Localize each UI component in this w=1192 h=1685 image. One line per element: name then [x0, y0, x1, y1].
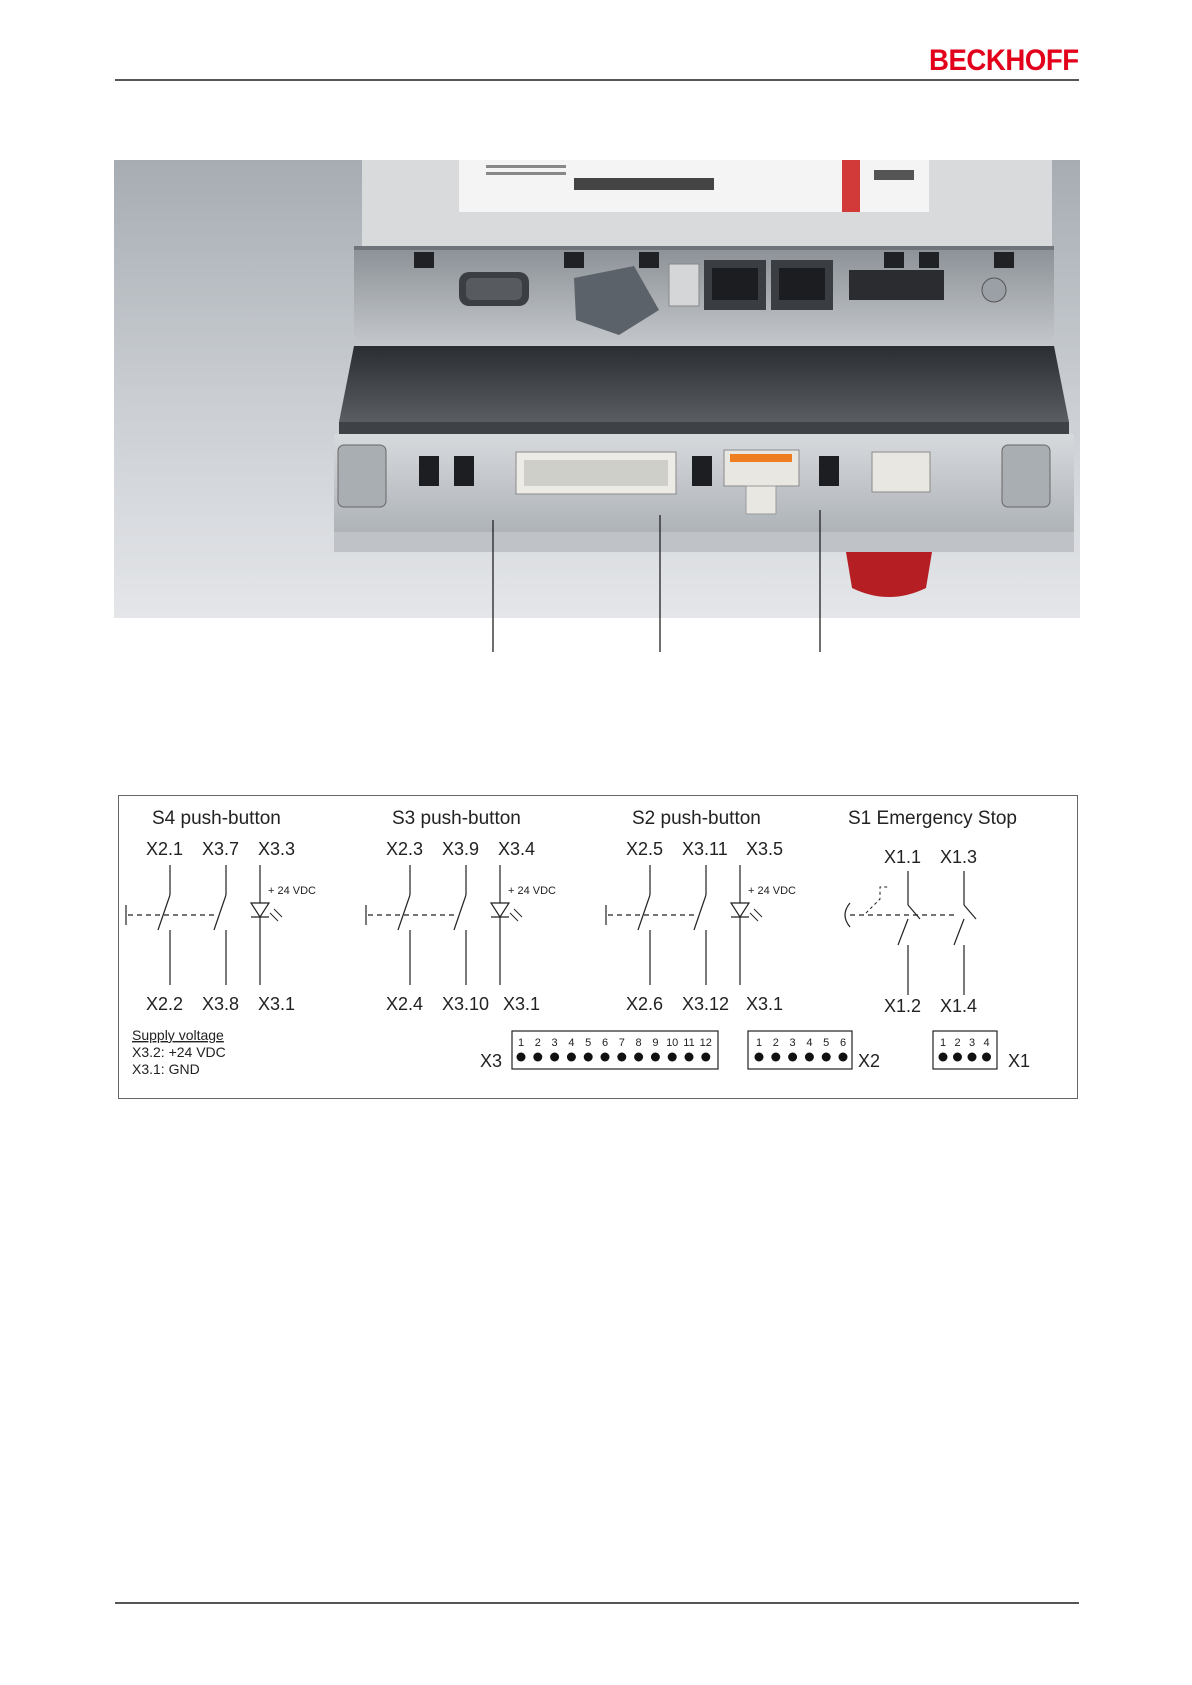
terminal-pin-number: 6: [602, 1037, 608, 1049]
s1-bottom-2: X1.4: [940, 996, 977, 1016]
s3-top-2: X3.9: [442, 839, 479, 859]
terminal-pin-number: 5: [585, 1037, 591, 1049]
supply-line-2: X3.1: GND: [132, 1061, 200, 1077]
terminal-pin-number: 6: [840, 1037, 846, 1049]
terminal-pin-number: 2: [773, 1037, 779, 1049]
terminal-pin-dot: [533, 1052, 543, 1062]
s4-title: S4 push-button: [152, 808, 281, 829]
s3-top-1: X2.3: [386, 839, 423, 859]
terminal-pin-dot: [982, 1052, 991, 1062]
s2-top-3: X3.5: [746, 839, 783, 859]
terminal-pin-number: 4: [806, 1037, 812, 1049]
terminal-pin-number: 3: [552, 1037, 558, 1049]
terminal-pin-number: 5: [823, 1037, 829, 1049]
terminal-pin-number: 11: [683, 1037, 694, 1049]
terminal-x3-label: X3: [480, 1051, 502, 1071]
terminal-pin-number: 1: [756, 1037, 762, 1049]
s2-title: S2 push-button: [632, 808, 761, 829]
terminal-pin-dot: [684, 1052, 694, 1062]
s3-title: S3 push-button: [392, 808, 521, 829]
terminal-pin-dot: [771, 1052, 781, 1062]
s2-bottom-1: X2.6: [626, 994, 663, 1014]
s3-bottom-3: X3.1: [503, 994, 540, 1014]
s2-group: X2.5 X3.11 X3.5 + 24 VDC X2.6 X3.12 X3.1: [605, 839, 796, 1014]
s4-top-2: X3.7: [202, 839, 239, 859]
supply-line-1: X3.2: +24 VDC: [132, 1044, 226, 1060]
supply-title: Supply voltage: [132, 1027, 224, 1043]
terminal-pin-number: 4: [983, 1037, 989, 1049]
s2-bottom-2: X3.12: [682, 994, 729, 1014]
terminal-pin-number: 2: [954, 1037, 960, 1049]
terminal-pin-dot: [804, 1052, 814, 1062]
terminal-pin-number: 3: [790, 1037, 796, 1049]
terminal-pin-dot: [566, 1052, 576, 1062]
terminal-pin-dot: [617, 1052, 627, 1062]
s2-top-2: X3.11: [682, 839, 728, 859]
s4-top-3: X3.3: [258, 839, 295, 859]
terminal-pin-dot: [650, 1052, 660, 1062]
header-logo: BECKHOFF: [929, 44, 1079, 77]
s4-bottom-1: X2.2: [146, 994, 183, 1014]
terminal-pin-dot: [701, 1052, 711, 1062]
product-photo: [114, 160, 1080, 618]
terminal-pin-dot: [821, 1052, 831, 1062]
footer-rule: [115, 1602, 1079, 1604]
terminal-pin-number: 3: [969, 1037, 975, 1049]
terminal-pin-number: 1: [940, 1037, 946, 1049]
terminal-x1-label: X1: [1008, 1051, 1030, 1071]
header-rule: [115, 79, 1079, 81]
s3-top-3: X3.4: [498, 839, 535, 859]
terminal-pin-dot: [938, 1052, 948, 1062]
terminal-pin-dot: [634, 1052, 644, 1062]
terminal-pin-number: 8: [636, 1037, 642, 1049]
s3-led-label: + 24 VDC: [508, 885, 556, 897]
terminal-x2-label: X2: [858, 1051, 880, 1071]
leader-lines: [492, 510, 821, 652]
s2-bottom-3: X3.1: [746, 994, 783, 1014]
terminal-pin-number: 10: [666, 1037, 678, 1049]
terminal-pin-number: 7: [619, 1037, 625, 1049]
s1-top-2: X1.3: [940, 847, 977, 867]
terminal-pin-number: 2: [535, 1037, 541, 1049]
s3-group: X2.3 X3.9 X3.4 + 24 VDC X2.4 X3.10 X3.1: [365, 839, 556, 1014]
terminal-pin-dot: [516, 1052, 526, 1062]
s4-led-label: + 24 VDC: [268, 885, 316, 897]
s3-bottom-2: X3.10: [442, 994, 489, 1014]
s1-top-1: X1.1: [884, 847, 921, 867]
terminal-pin-dot: [754, 1052, 764, 1062]
terminal-pin-dot: [967, 1052, 977, 1062]
terminal-pin-number: 1: [518, 1037, 524, 1049]
s4-bottom-3: X3.1: [258, 994, 295, 1014]
s4-group: X2.1 X3.7 X3.3 + 24 VDC X2.2 X3.8 X3.1: [125, 839, 316, 1014]
s1-title: S1 Emergency Stop: [848, 808, 1017, 829]
terminal-pin-number: 4: [568, 1037, 574, 1049]
s3-bottom-1: X2.4: [386, 994, 423, 1014]
terminal-pin-dot: [838, 1052, 848, 1062]
s4-top-1: X2.1: [146, 839, 183, 859]
s4-bottom-2: X3.8: [202, 994, 239, 1014]
terminal-pin-dot: [600, 1052, 610, 1062]
terminal-pin-dot: [583, 1052, 593, 1062]
wiring-diagram: S4 push-button S3 push-button S2 push-bu…: [118, 795, 1078, 1099]
s2-led-label: + 24 VDC: [748, 885, 796, 897]
terminal-pin-number: 12: [700, 1037, 712, 1049]
terminal-pin-dot: [667, 1052, 677, 1062]
s1-group: X1.1 X1.3 X1.2 X1.4: [844, 847, 977, 1016]
terminal-pin-dot: [550, 1052, 560, 1062]
terminal-pin-number: 9: [652, 1037, 658, 1049]
terminal-pin-dot: [788, 1052, 798, 1062]
terminal-pin-dot: [953, 1052, 962, 1062]
s1-bottom-1: X1.2: [884, 996, 921, 1016]
s2-top-1: X2.5: [626, 839, 663, 859]
